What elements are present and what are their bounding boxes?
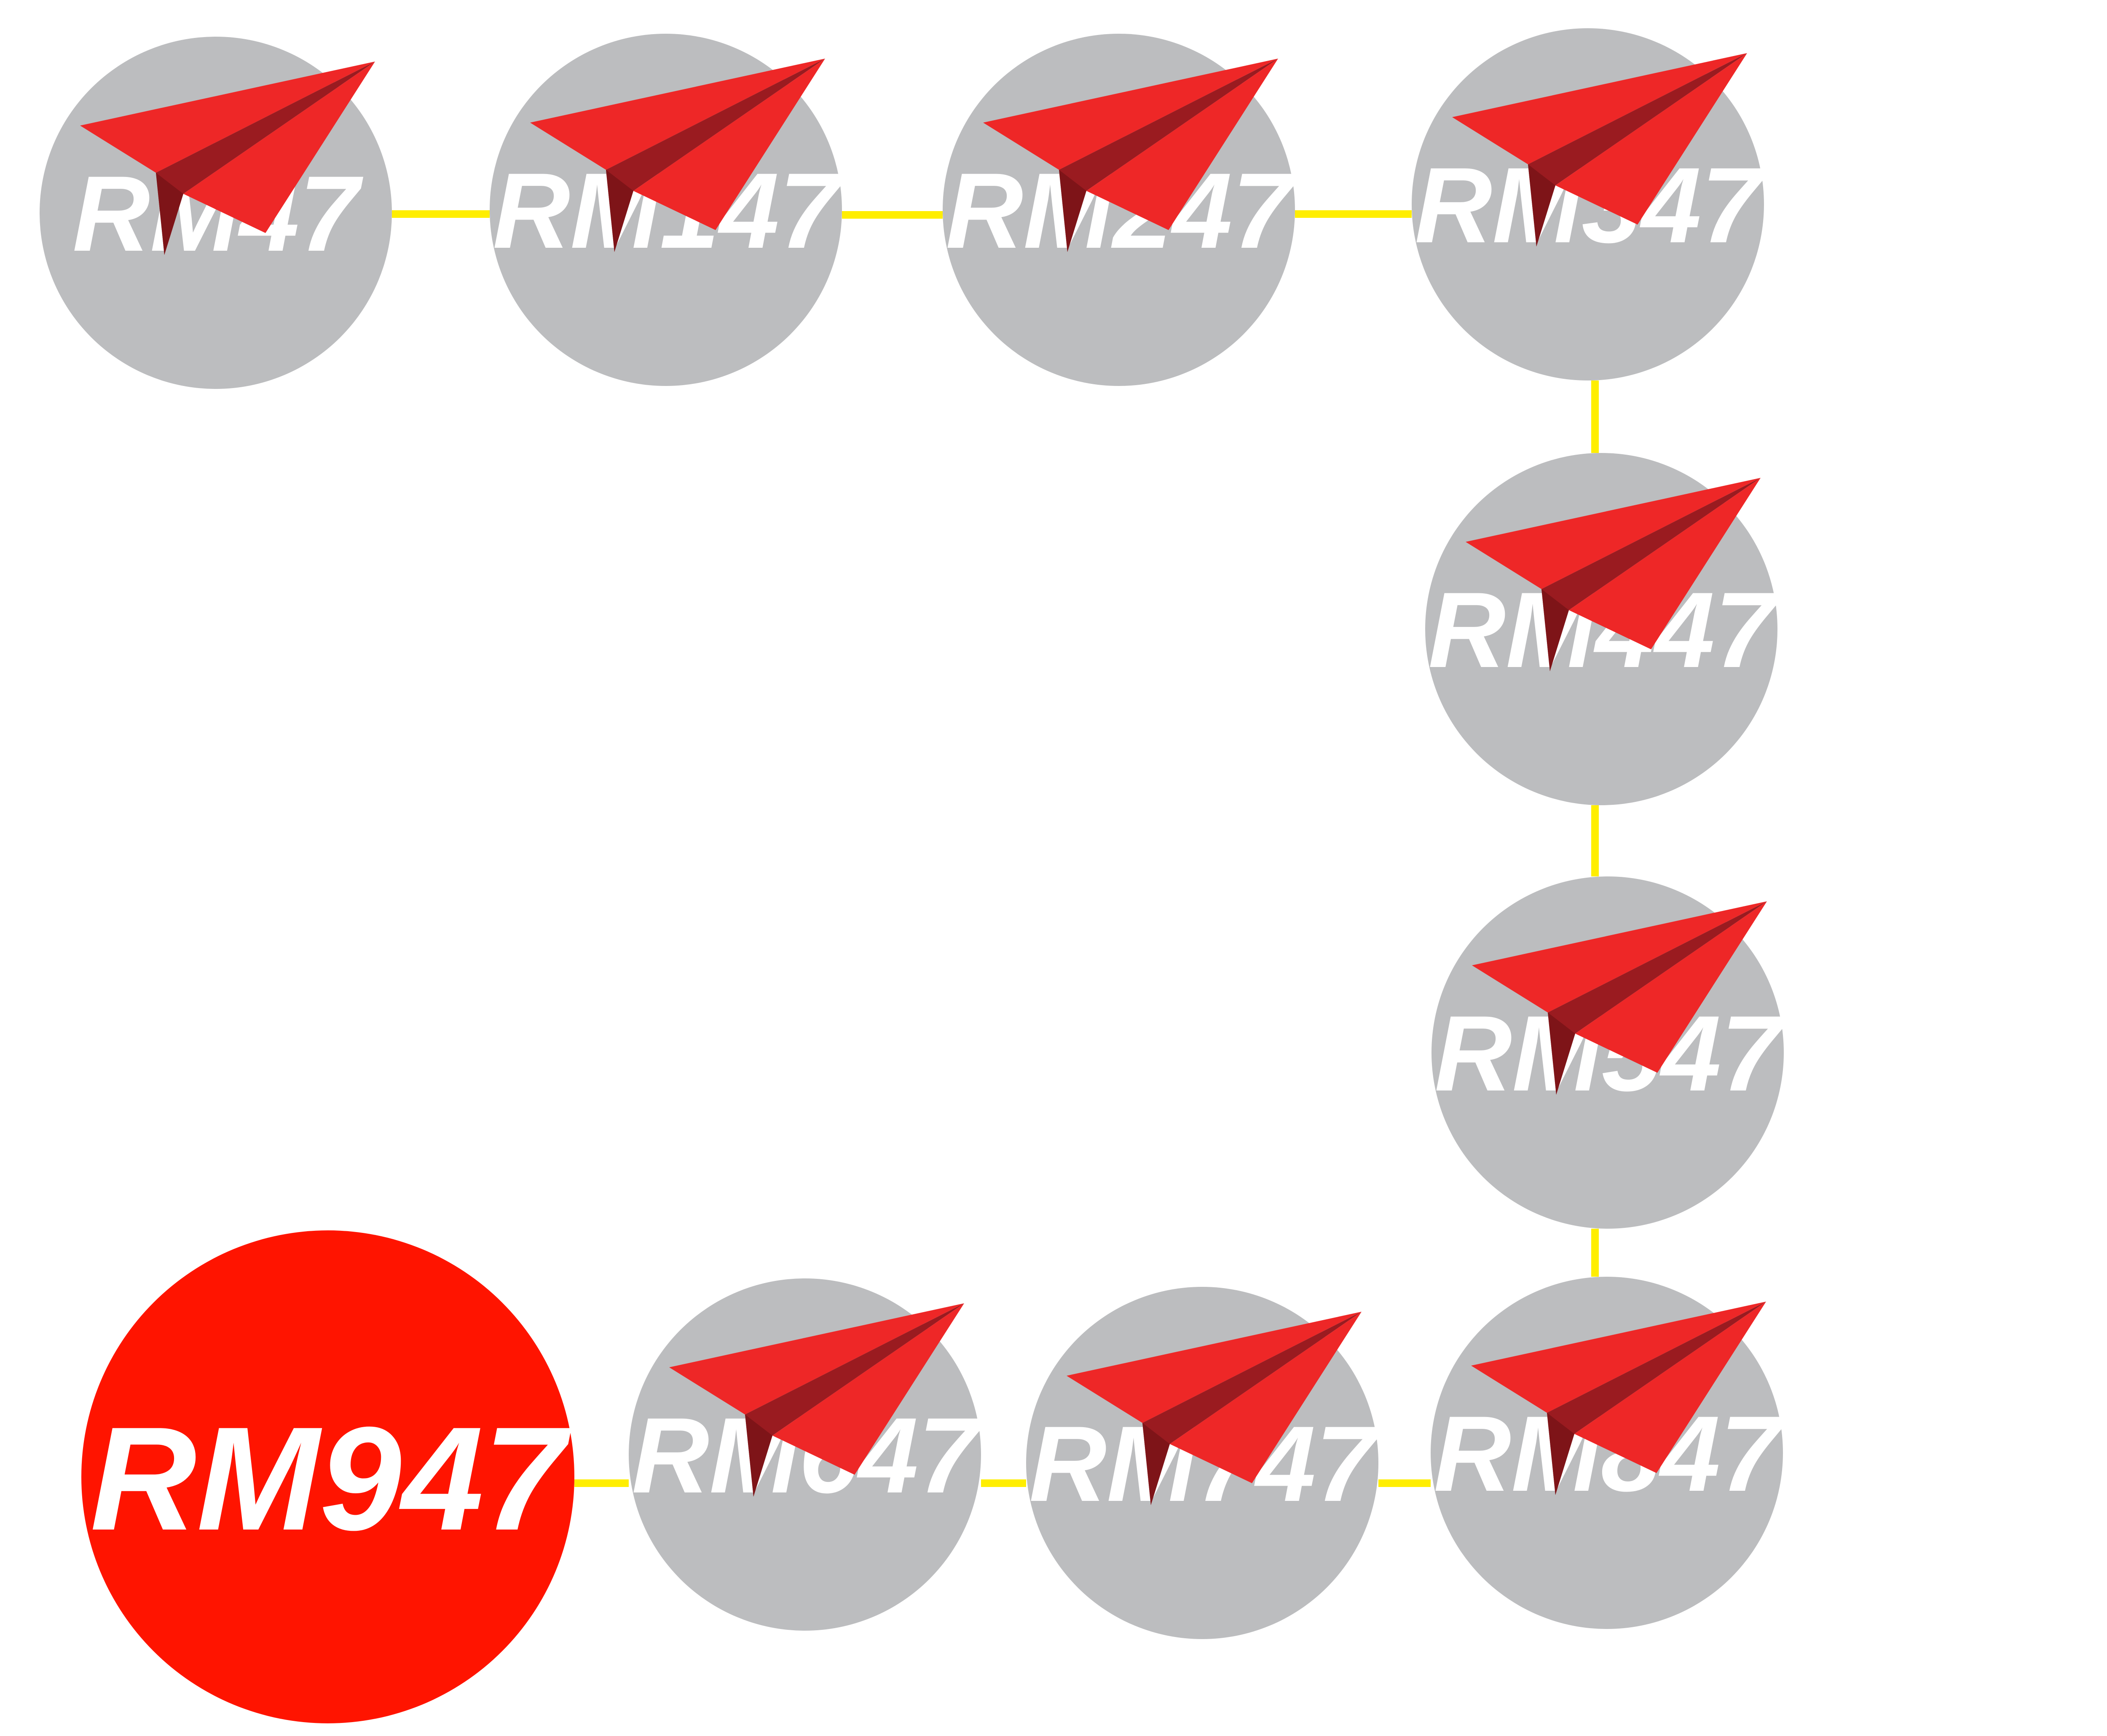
paper-plane-icon	[1472, 901, 1767, 1095]
node-n8: RM847	[1431, 1277, 1784, 1629]
paper-plane-icon	[80, 62, 375, 255]
node-n4: RM447	[1425, 453, 1779, 805]
node-active-n9: RM947	[81, 1230, 574, 1723]
node-label: RM947	[90, 1396, 574, 1561]
node-n3: RM347	[1412, 28, 1765, 380]
paper-plane-icon	[1067, 1312, 1362, 1505]
node-circle-active	[81, 1230, 574, 1723]
paper-plane-icon	[1466, 478, 1761, 671]
paper-plane-icon	[530, 59, 825, 252]
node-n7: RM747	[1026, 1287, 1380, 1639]
connector-layer	[392, 210, 1599, 1487]
node-n0: RM47	[40, 37, 392, 389]
paper-plane-icon	[1471, 1302, 1766, 1495]
node-n6: RM647	[629, 1278, 982, 1631]
paper-plane-icon	[669, 1303, 964, 1497]
node-n5: RM547	[1431, 876, 1785, 1229]
node-n2: RM247	[943, 34, 1296, 386]
node-n1: RM147	[490, 34, 843, 386]
paper-plane-icon	[1452, 53, 1747, 246]
paper-plane-icon	[983, 59, 1278, 252]
